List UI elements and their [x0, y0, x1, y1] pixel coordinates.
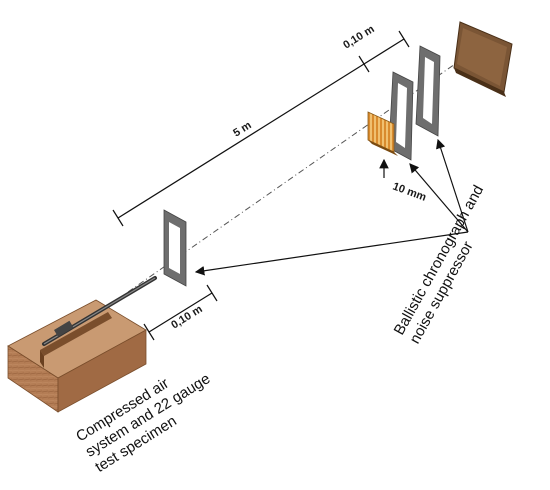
bottom-gap-label: 0,10 m [169, 303, 205, 331]
sample-gap-label: 10 mm [391, 181, 428, 204]
bottom-gap-dimension: 0,10 m [143, 284, 218, 341]
chronograph-frame-middle [388, 71, 414, 161]
distance-dimension: 5 m [112, 55, 370, 227]
air-gun-barrel [40, 276, 157, 368]
chronograph-frame-rear [415, 45, 441, 137]
distance-label: 5 m [231, 119, 254, 139]
launcher-base [7, 299, 147, 413]
target-plate [453, 21, 513, 97]
sample-gap-annotation: 10 mm [379, 158, 428, 204]
chronograph-pointers [194, 138, 469, 276]
sample-plate [367, 111, 398, 156]
chronograph-caption: Ballistic chronograph and noise suppress… [391, 179, 505, 347]
top-gap-dimension: 0,10 m [341, 23, 410, 65]
top-gap-label: 0,10 m [341, 23, 377, 51]
chronograph-frame-front [163, 209, 187, 287]
